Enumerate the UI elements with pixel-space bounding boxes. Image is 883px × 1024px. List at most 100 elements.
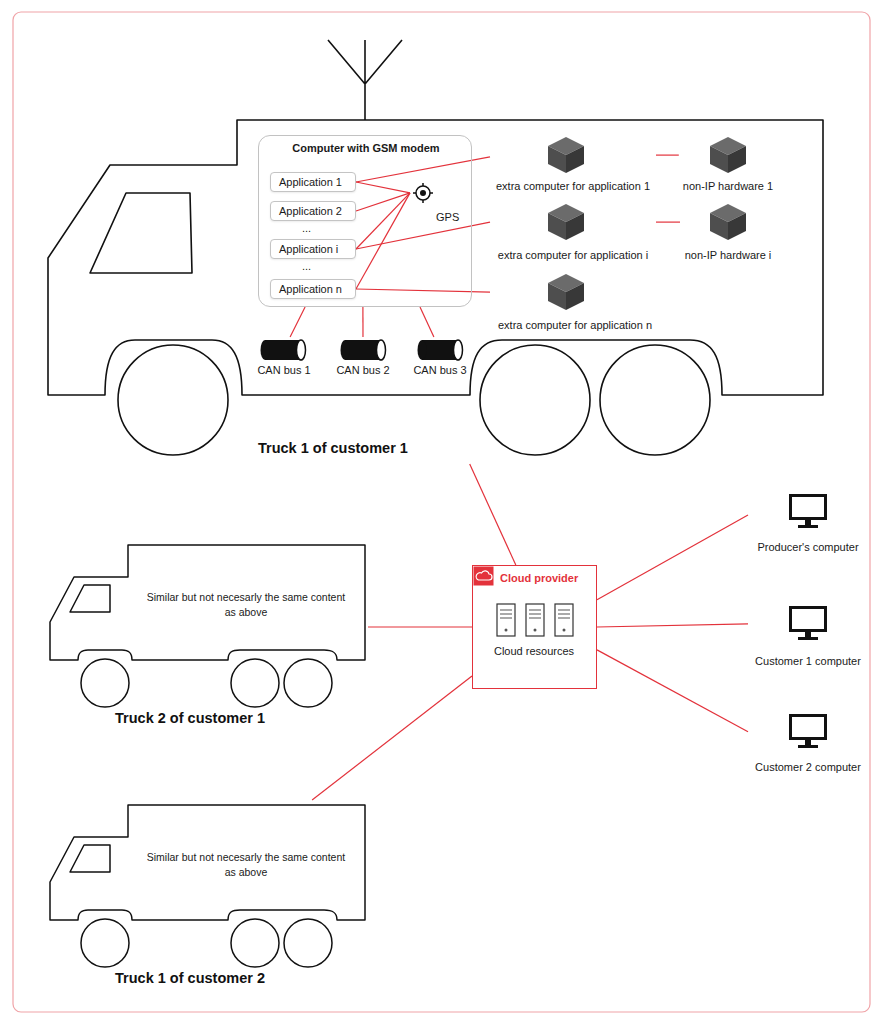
computer-terminal: Customer 1 computer <box>748 604 868 668</box>
connector-line <box>312 676 472 800</box>
truck-outline: Similar but not necesarly the same conte… <box>45 800 368 992</box>
monitor-icon <box>789 494 827 528</box>
can-bus-icon <box>418 340 463 360</box>
wheel <box>600 345 710 455</box>
extra-computer: extra computer for application n <box>490 271 660 335</box>
truck-outline-drawing <box>45 540 368 732</box>
monitor-icon <box>789 714 827 748</box>
wheel <box>480 345 590 455</box>
cube-icon <box>548 204 584 240</box>
wheel <box>284 919 332 967</box>
wheel <box>81 659 129 707</box>
cube-icon <box>548 137 584 173</box>
node-label: CAN bus 1 <box>257 364 310 377</box>
antenna <box>328 40 402 120</box>
non-ip-hardware: non-IP hardware i <box>680 201 776 265</box>
can-bus: CAN bus 3 <box>409 337 470 378</box>
node-label: non-IP hardware 1 <box>683 180 773 193</box>
node-label: Application 1 <box>279 176 342 189</box>
connector-line <box>362 307 363 337</box>
can-bus: CAN bus 2 <box>332 337 393 378</box>
connector-line <box>470 464 516 565</box>
node-label: non-IP hardware i <box>685 249 772 262</box>
connector-line <box>656 222 680 223</box>
node-label: Truck 2 of customer 1 <box>115 710 265 727</box>
node-label: extra computer for application i <box>498 249 648 262</box>
computer-terminal: Producer's computer <box>748 492 868 556</box>
truck-window <box>70 845 110 872</box>
extra-computer: extra computer for application 1 <box>490 134 656 196</box>
computer-box: Computer with GSM modemApplication 1 Appl… <box>258 135 472 307</box>
truck-window <box>70 585 110 612</box>
connector-line <box>597 515 748 600</box>
node-label: Customer 1 computer <box>755 655 861 668</box>
truck-body <box>50 545 365 660</box>
connector-line <box>420 307 434 337</box>
extra-computer: extra computer for application i <box>490 201 656 265</box>
node-label: Cloud resources <box>494 645 574 658</box>
truck-outline: Truck 1 of customer 1 Computer with GSM m… <box>45 36 830 464</box>
monitor-icon <box>789 606 827 640</box>
connector-line <box>356 222 490 249</box>
node-label: extra computer for application n <box>498 319 652 332</box>
connector-line <box>597 650 748 732</box>
node-label: Similar but not necesarly the same conte… <box>146 850 346 880</box>
connector-line <box>368 626 472 627</box>
connector-line <box>597 624 748 627</box>
wheel <box>284 659 332 707</box>
non-ip-hardware: non-IP hardware 1 <box>679 134 777 196</box>
node-label: GPS <box>436 211 459 224</box>
can-bus-icon <box>341 340 386 360</box>
connector-line <box>356 193 410 289</box>
server-icon <box>555 604 573 636</box>
node-label: Cloud provider <box>500 572 578 585</box>
node-label: Customer 2 computer <box>755 761 861 774</box>
node-label: Truck 1 of customer 2 <box>115 970 265 987</box>
truck-body <box>50 805 365 920</box>
can-bus: CAN bus 1 <box>253 337 314 378</box>
connector-line <box>356 289 490 292</box>
ellipsis-label: ... <box>302 260 311 273</box>
node-label: CAN bus 3 <box>413 364 466 377</box>
gps-node: GPS <box>410 181 467 225</box>
computer-terminal: Customer 2 computer <box>748 712 868 774</box>
wheel <box>81 919 129 967</box>
wheel <box>231 919 279 967</box>
node-label: Computer with GSM modem <box>292 142 439 155</box>
application-box: Application 1 <box>270 172 356 192</box>
can-bus-icon <box>261 340 306 360</box>
wheel <box>231 659 279 707</box>
node-label: Application 2 <box>279 205 342 218</box>
truck-outline: Similar but not necesarly the same conte… <box>45 540 368 732</box>
node-label: Application n <box>279 283 342 296</box>
connector-line <box>356 182 410 193</box>
server-icon <box>497 604 515 636</box>
truck-window <box>90 193 192 273</box>
node-label: Producer's computer <box>757 541 858 554</box>
application-box: Application i <box>270 239 356 259</box>
node-label: CAN bus 2 <box>336 364 389 377</box>
connector-line <box>656 155 679 156</box>
application-box: Application n <box>270 279 356 299</box>
node-label: Similar but not necesarly the same conte… <box>146 590 346 620</box>
connector-line <box>356 157 490 182</box>
node-label: Application i <box>279 243 338 256</box>
cloud-box: Cloud providerCloud resources <box>472 565 597 689</box>
frame <box>13 12 870 1012</box>
connector-line <box>290 307 305 337</box>
node-label: extra computer for application 1 <box>496 180 650 193</box>
gps-symbol <box>413 183 433 203</box>
server-icon <box>526 604 544 636</box>
truck-outline-drawing <box>45 800 368 992</box>
cube-icon <box>548 274 584 310</box>
cube-icon <box>710 204 746 240</box>
cloud-icon <box>474 567 494 586</box>
ellipsis-label: ... <box>302 222 311 235</box>
wheel <box>118 345 228 455</box>
cube-icon <box>710 137 746 173</box>
node-label: Truck 1 of customer 1 <box>258 440 408 457</box>
application-box: Application 2 <box>270 201 356 221</box>
